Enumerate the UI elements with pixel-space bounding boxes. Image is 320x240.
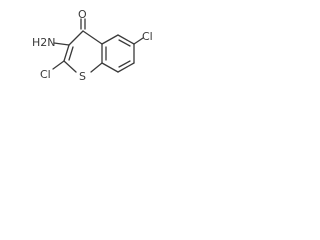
bond-c8-c8a [101,62,119,73]
sulfur-label: S [79,70,86,83]
structure-diagram: H2N O S Cl Cl [32,8,153,83]
bond-c7-c8-double [118,60,131,68]
bond-c5-c6-double [118,39,131,47]
carbonyl-oxygen-label: O [78,8,87,21]
bond-c4a-c5 [101,34,119,45]
bond-c4-c3 [68,30,84,46]
bond-c3-c2-double [68,46,74,61]
bond-c6-cl [133,37,144,45]
bond-c3-n [53,42,70,46]
bond-c5-c6 [117,34,135,45]
bond-c2-cl [52,60,65,70]
chloro-6-label: Cl [142,30,153,43]
bond-c4a-c4 [82,30,103,45]
chloro-2-label: Cl [40,68,51,81]
bond-c3-c2 [63,44,70,62]
bond-c2-s1 [63,60,77,73]
bond-s1-c8a [90,62,103,73]
amino-label: H2N [32,36,56,49]
bond-c7-c8 [117,62,135,73]
